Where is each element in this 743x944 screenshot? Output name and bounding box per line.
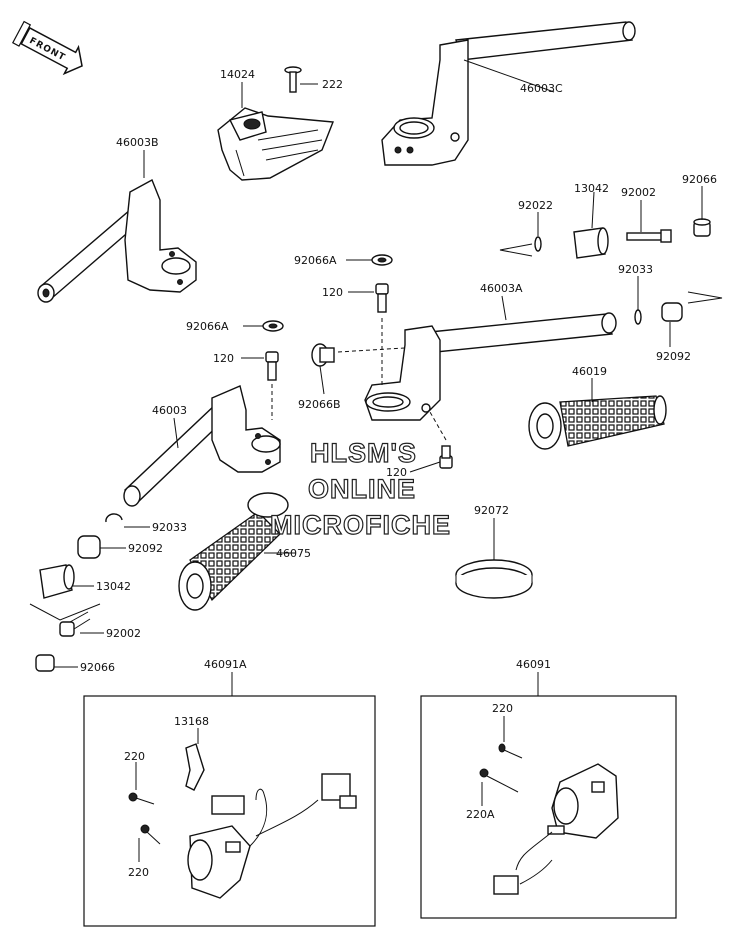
label-46003: 46003 [152,404,187,417]
label-46019: 46019 [572,365,607,378]
part-92033-circlip-top [634,309,642,325]
label-92033-left: 92033 [152,521,187,534]
label-92066A-upper: 92066A [294,254,337,267]
label-220A: 220A [466,808,495,821]
part-220-screw-b [140,824,161,845]
label-13168: 13168 [174,715,209,728]
part-46019-grip [528,395,667,450]
label-14024: 14024 [220,68,255,81]
part-92092-bushing-top [661,291,723,322]
watermark: HLSM'S ONLINE MICROFICHE [269,437,451,540]
part-92066A-washer-upper [371,254,393,266]
label-92072: 92072 [474,504,509,517]
label-92022: 92022 [518,199,553,212]
label-120-right: 120 [386,466,407,479]
part-46003-handlebar [123,385,281,507]
label-120-upper: 120 [322,286,343,299]
label-92066A-lower: 92066A [186,320,229,333]
part-220-screw-a [128,792,155,805]
part-92002-bolt-left [59,611,91,637]
label-92066-left: 92066 [80,661,115,674]
part-46003B-handlebar [37,179,197,303]
label-46003A: 46003A [480,282,523,295]
part-92002-bolt-top [626,229,672,243]
part-92066-cap-left [35,654,55,672]
part-switch-right [493,763,619,895]
part-46075-grip [178,492,289,611]
front-arrow-badge: FRONT [12,20,83,76]
part-92072-band [455,559,533,599]
label-46003B: 46003B [116,136,159,149]
part-13042-bushing-top [573,227,609,259]
part-13168-clip [185,728,205,791]
label-92092-top: 92092 [656,350,691,363]
label-220-b: 220 [128,866,149,879]
part-220-screw-c [498,743,523,759]
watermark-line-2: ONLINE [308,474,416,504]
label-46091A: 46091A [204,658,247,671]
part-14024-bracket [217,107,334,181]
part-92092-bushing-left [77,535,101,559]
label-120-lower: 120 [213,352,234,365]
label-220-a: 220 [124,750,145,763]
part-120-screw-lower [265,351,279,420]
part-92066-cap-top [693,218,711,237]
part-92022-circlip [499,236,542,257]
watermark-line-1: HLSM'S [310,438,417,468]
frame-46091 [420,695,677,919]
label-92033-top: 92033 [618,263,653,276]
part-92066B-cap [311,343,405,367]
part-222-screw [284,66,318,93]
label-13042-top: 13042 [574,182,609,195]
part-220A-screw [479,768,519,793]
label-13042-left: 13042 [96,580,131,593]
part-120-screw-upper [375,283,389,388]
label-46075: 46075 [276,547,311,560]
label-220-c: 220 [492,702,513,715]
part-13042-bushing-left [29,564,101,621]
part-switch-left [187,773,357,899]
label-46091: 46091 [516,658,551,671]
label-222: 222 [322,78,343,91]
part-92033-circlip-left [105,513,123,523]
part-46003C-handlebar [381,21,636,166]
label-92066-top: 92066 [682,173,717,186]
part-46003A-handlebar [364,312,617,421]
label-92092-left: 92092 [128,542,163,555]
part-92066A-washer-lower [262,320,284,332]
label-92066B: 92066B [298,398,341,411]
label-46003C: 46003C [520,82,563,95]
label-92002-top: 92002 [621,186,656,199]
watermark-line-3: MICROFICHE [270,510,451,540]
part-120-screw-right [429,411,453,469]
label-92002-left: 92002 [106,627,141,640]
frame-46091A [83,695,376,927]
